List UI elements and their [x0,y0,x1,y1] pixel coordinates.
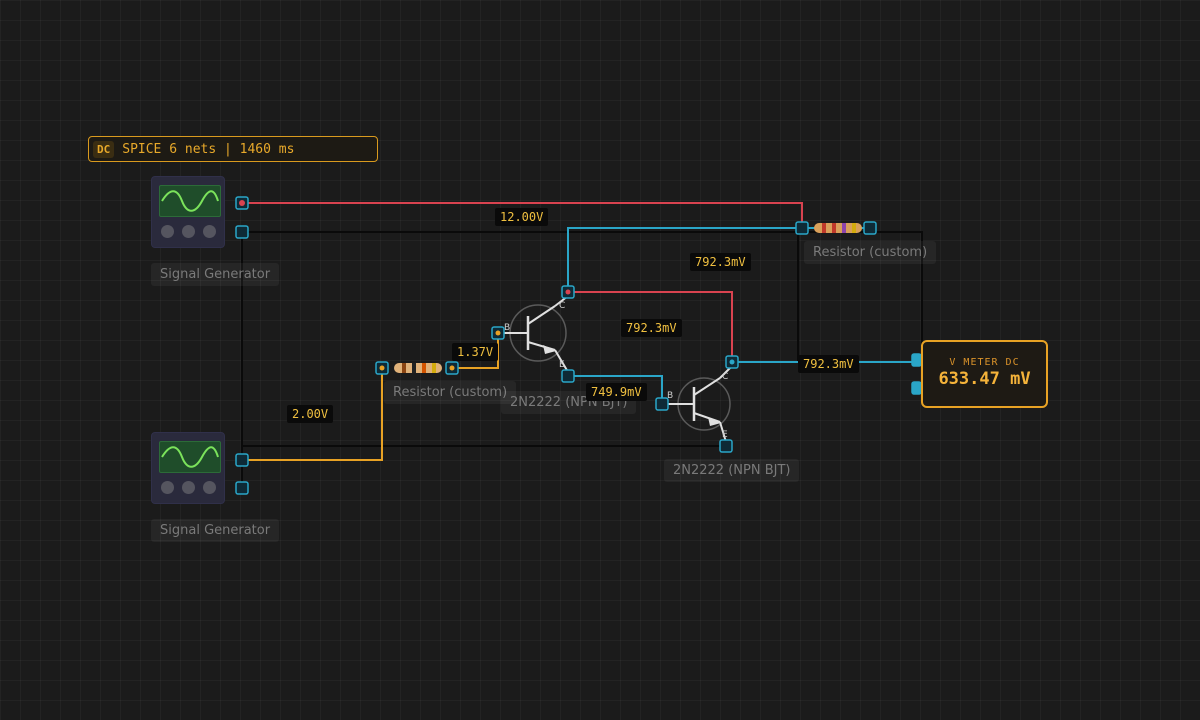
signal-generator-top[interactable] [151,176,225,248]
voltage-label: 12.00V [495,208,549,226]
siggen-top-pin-neg[interactable] [235,225,249,239]
knob-icon[interactable] [203,481,216,494]
wire-supply[interactable] [242,202,803,362]
dc-voltmeter[interactable]: V METER DC 633.47 mV [921,340,1048,408]
q1-pin-c: C [559,301,565,311]
q2-pin-e: E [722,430,728,440]
voltage-label: 749.9mV [586,383,647,401]
meter-pin-neg[interactable] [911,381,922,395]
simulation-status-bar: DC SPICE 6 nets | 1460 ms [88,136,378,162]
resistor-top-pin-b[interactable] [863,221,877,235]
resistor-top[interactable] [814,223,862,233]
knob-icon[interactable] [182,481,195,494]
resistor-mid[interactable] [394,363,442,373]
q1-pin-b: B [504,323,510,333]
sine-wave-icon [159,441,221,473]
voltage-label: 792.3mV [798,355,859,373]
resistor-mid-label: Resistor (custom) [384,381,517,404]
siggen-bottom-pin-pos[interactable] [235,453,249,467]
voltage-label: 792.3mV [690,253,751,271]
transistor-q1[interactable] [504,295,569,373]
sine-wave-icon [159,185,221,217]
q2-pin-b: B [667,391,673,401]
q2-base-pin[interactable] [655,397,669,411]
signal-generator-bottom-label: Signal Generator [151,519,280,542]
q1-pin-e: E [559,360,565,370]
knob-icon[interactable] [161,481,174,494]
q2-pin-c: C [722,372,728,382]
voltage-label: 2.00V [287,405,334,423]
meter-pin-pos[interactable] [911,353,922,367]
meter-reading: 633.47 mV [938,369,1031,389]
status-text: SPICE 6 nets | 1460 ms [122,141,295,157]
voltage-label: 1.37V [452,343,499,361]
q1-emitter-pin[interactable] [561,369,575,383]
q2-emitter-pin[interactable] [719,439,733,453]
voltage-label: 792.3mV [621,319,682,337]
knob-icon[interactable] [161,225,174,238]
siggen-bottom-pin-neg[interactable] [235,481,249,495]
knob-icon[interactable] [182,225,195,238]
meter-title: V METER DC [949,357,1020,368]
signal-generator-bottom[interactable] [151,432,225,504]
signal-generator-top-label: Signal Generator [151,263,280,286]
resistor-top-label: Resistor (custom) [804,241,937,264]
knob-icon[interactable] [203,225,216,238]
resistor-top-pin-a[interactable] [795,221,809,235]
mode-badge: DC [93,140,115,158]
transistor-q2[interactable] [668,365,733,443]
transistor-q2-label: 2N2222 (NPN BJT) [664,459,800,482]
